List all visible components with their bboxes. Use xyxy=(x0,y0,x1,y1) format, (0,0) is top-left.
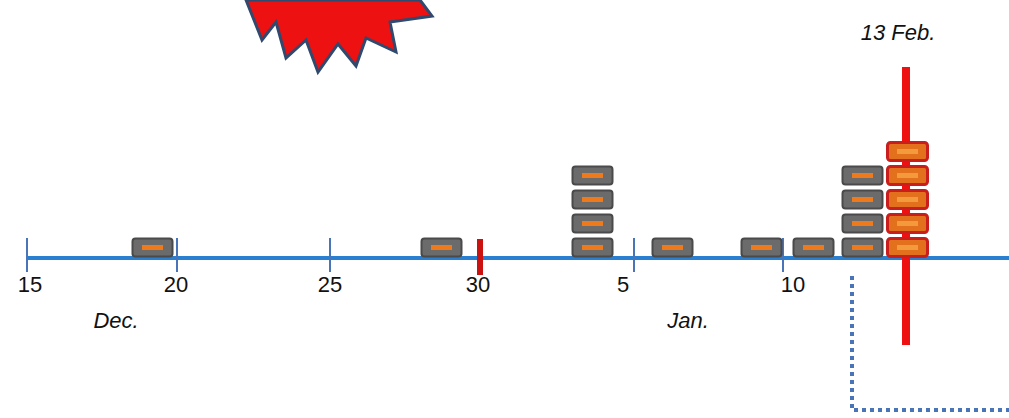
month-label: Jan. xyxy=(667,310,709,332)
axis-ticks xyxy=(27,238,783,272)
event-blocks xyxy=(133,167,883,257)
dotted-leader xyxy=(852,276,1009,410)
axis-number: 15 xyxy=(18,274,42,296)
red-tick xyxy=(477,239,483,275)
axis-number: 20 xyxy=(164,274,188,296)
month-label: Dec. xyxy=(93,310,138,332)
red-event-blocks xyxy=(888,143,928,257)
axis-number: 10 xyxy=(781,274,805,296)
axis-number: 5 xyxy=(617,274,629,296)
axis-number: 30 xyxy=(466,274,490,296)
explosion-star xyxy=(246,0,432,72)
axis-number: 25 xyxy=(318,274,342,296)
date-label: 13 Feb. xyxy=(861,22,936,44)
